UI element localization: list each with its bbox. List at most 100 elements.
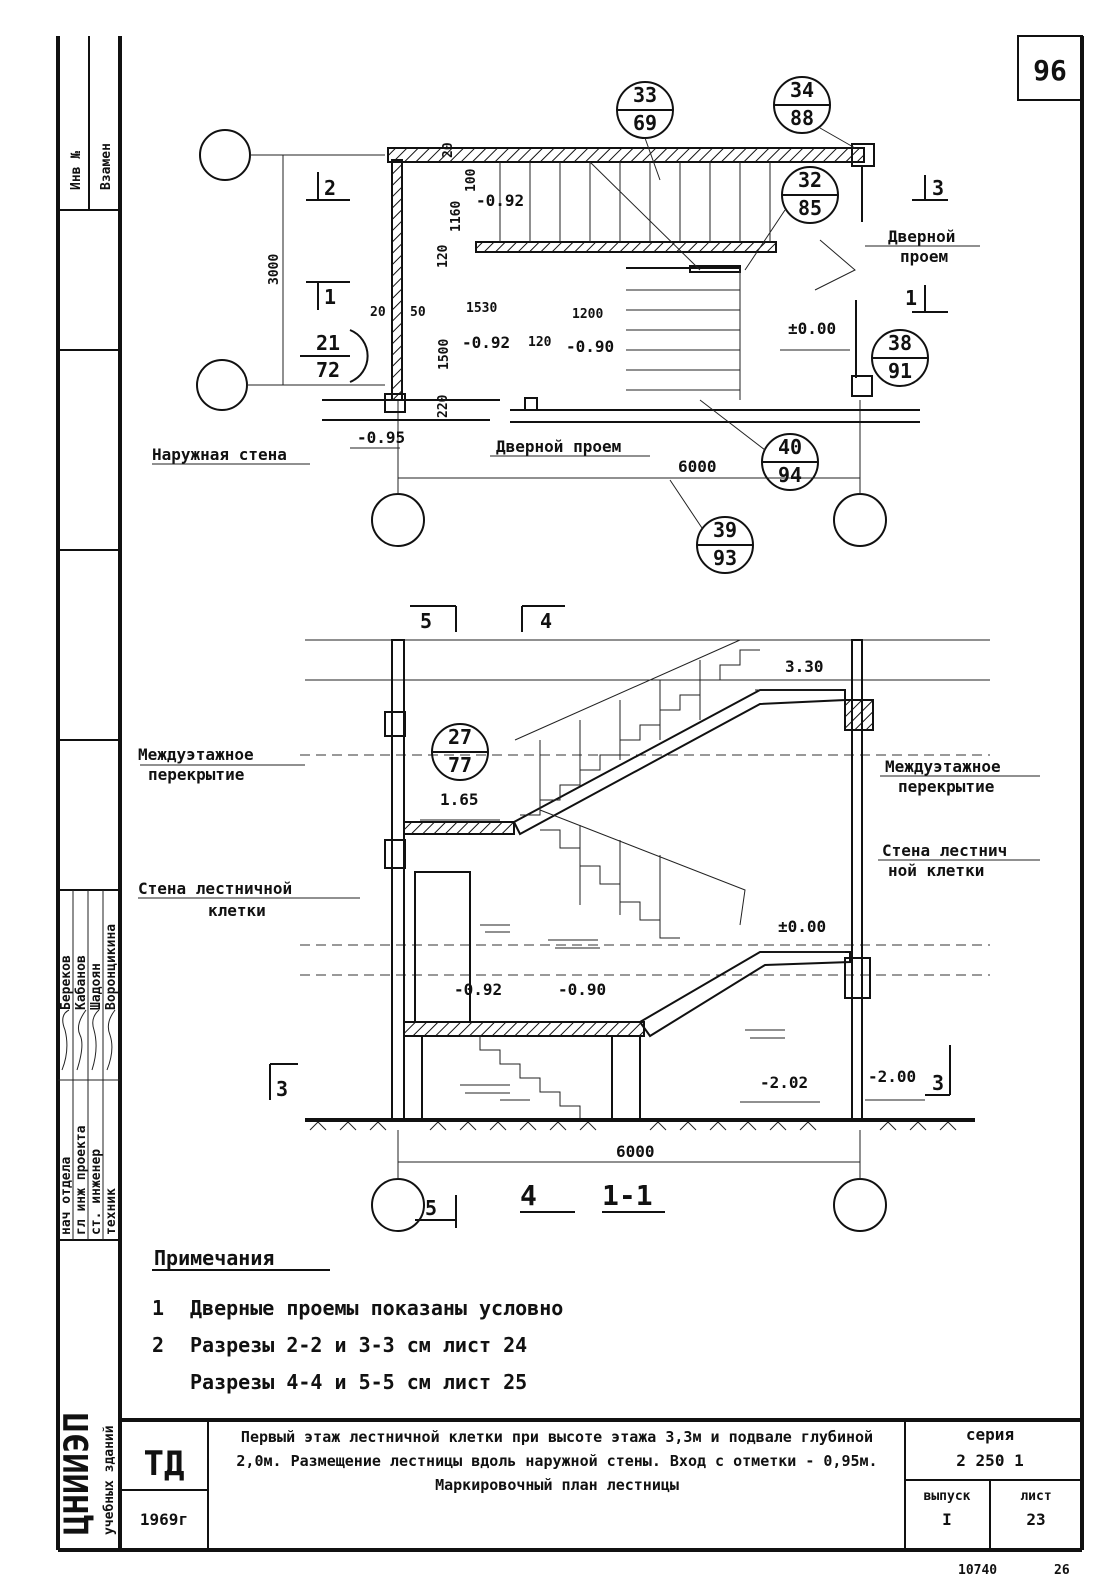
notes: Примечания 1 Дверные проемы показаны усл…: [152, 1246, 563, 1394]
svg-text:88: 88: [790, 106, 814, 130]
dim-120b: 120: [436, 244, 451, 268]
plan-midwall: [475, 241, 777, 253]
level-0.92-upper: -0.92: [476, 191, 524, 210]
section-dim-6000: 6000: [616, 1142, 655, 1161]
axis-bubble: [371, 1178, 425, 1232]
column: [851, 375, 873, 397]
note-text-1: Дверные проемы показаны условно: [190, 1296, 563, 1320]
label-floor-slab-right-a: Междуэтажное: [885, 757, 1001, 776]
issue-label: выпуск: [924, 1489, 971, 1504]
svg-text:5: 5: [425, 1196, 437, 1220]
level-0.00: ±0.00: [778, 917, 826, 936]
stamp-name-3: Воронцикина: [104, 924, 119, 1010]
section-marks: 5 4 3 3 5: [269, 605, 951, 1228]
plan-callout: 33 69: [616, 81, 674, 181]
lower-flight: [626, 268, 741, 400]
inv-cell: Инв №: [69, 150, 84, 190]
plan-callout: 39 93: [669, 479, 754, 574]
sheet-number-box: 96: [1017, 35, 1083, 101]
plan-section-marks: 2 1 3 1: [306, 172, 948, 313]
svg-text:32: 32: [798, 168, 822, 192]
note-num-1: 1: [152, 1296, 164, 1320]
cut-mark: 4: [520, 1179, 537, 1212]
label-wall-left-b: клетки: [208, 901, 266, 920]
plan-callout: 34 88: [773, 76, 856, 149]
column: [384, 393, 406, 413]
level-2.00: -2.00: [868, 1067, 916, 1086]
sheet-value: 23: [1026, 1510, 1045, 1529]
svg-text:33: 33: [633, 83, 657, 107]
door-opening: [414, 871, 471, 1023]
sheet-label: лист: [1020, 1489, 1051, 1504]
side-stamp: Инв № Взамен нач отдела гл инж проекта с…: [57, 36, 120, 1535]
svg-text:34: 34: [790, 78, 814, 102]
org-name: ЦНИИЭП: [57, 1412, 97, 1535]
section-mark: 1: [905, 286, 917, 310]
plan-callout: 21 72: [300, 329, 369, 383]
landing-slab: [403, 821, 515, 835]
signature-2: [91, 1009, 100, 1071]
dim-50: 50: [410, 305, 426, 320]
stamp-name-0: Береков: [59, 955, 74, 1010]
sheet-number: 96: [1033, 54, 1067, 87]
dim-20b: 20: [441, 142, 456, 158]
stamp-role-1: гл инж проекта: [74, 1125, 89, 1235]
label-outer-wall: Наружная стена: [152, 445, 287, 464]
plan-callout: 40 94: [699, 399, 819, 491]
dim-1530: 1530: [466, 301, 497, 316]
plan-callout: 32 85: [744, 166, 839, 271]
series-label: серия: [966, 1425, 1014, 1444]
replace-cell: Взамен: [99, 143, 114, 190]
signature-3: [106, 1009, 116, 1071]
label-floor-slab-left-a: Междуэтажное: [138, 745, 254, 764]
lower-flight-section: [638, 951, 851, 1038]
series-value: 2 250 1: [956, 1451, 1023, 1470]
stamp-role-3: техник: [104, 1188, 119, 1235]
plan-top-wall: [387, 147, 865, 163]
stamp-role-2: ст. инженер: [89, 1149, 104, 1235]
svg-text:3: 3: [276, 1077, 288, 1101]
title-block: ТД 1969г Первый этаж лестничной клетки п…: [120, 1418, 1082, 1550]
label-floor-slab-left-b: перекрытие: [148, 765, 244, 784]
svg-text:40: 40: [778, 435, 802, 459]
axis-bubble: [833, 493, 887, 547]
level-2.02: -2.02: [760, 1073, 808, 1092]
plan-left-wall: [391, 159, 403, 401]
label-floor-slab-right-b: перекрытие: [898, 777, 994, 796]
label-wall-left-a: Стена лестничной: [138, 879, 292, 898]
year: 1969г: [140, 1510, 188, 1529]
label-door-opening-a: Дверной: [888, 227, 955, 246]
svg-text:94: 94: [778, 463, 802, 487]
level-3.30: 3.30: [785, 657, 824, 676]
staircase-plan: 3000 20 50 1530 1200 120 120 1160 100 20…: [152, 76, 980, 574]
axis-bubble: [371, 493, 425, 547]
basement-slab: [403, 1021, 645, 1037]
section-mark: 1: [324, 285, 336, 309]
label-door-opening-b: проем: [900, 247, 948, 266]
dim-1200: 1200: [572, 307, 603, 322]
stamp-name-2: Шадоян: [89, 963, 104, 1010]
sheet-frame: [56, 36, 1084, 1552]
dim-100: 100: [464, 168, 479, 192]
level-0.90: -0.90: [566, 337, 614, 356]
svg-text:91: 91: [888, 359, 912, 383]
footer-page: 26: [1054, 1563, 1070, 1578]
svg-text:27: 27: [448, 725, 472, 749]
level-0.90: -0.90: [558, 980, 606, 999]
note-text-3: Разрезы 4-4 и 5-5 см лист 25: [190, 1370, 527, 1394]
section-mark: 2: [324, 176, 336, 200]
notes-title: Примечания: [154, 1246, 274, 1270]
axis-bubble: [196, 359, 248, 411]
axis-bubble: [199, 129, 251, 181]
svg-text:38: 38: [888, 331, 912, 355]
note-num-2: 2: [152, 1333, 164, 1357]
svg-text:21: 21: [316, 331, 340, 355]
org-sub: учебных зданий: [102, 1425, 117, 1535]
note-text-2: Разрезы 2-2 и 3-3 см лист 24: [190, 1333, 527, 1357]
signature-0: [61, 1009, 70, 1071]
staircase-section: 6000 5 4 3 3 5 3.30 1.65 ±0.00 -0.92 -0.…: [138, 605, 1040, 1232]
level-1.65: 1.65: [440, 790, 479, 809]
svg-text:77: 77: [448, 753, 472, 777]
signature-1: [76, 1009, 87, 1071]
